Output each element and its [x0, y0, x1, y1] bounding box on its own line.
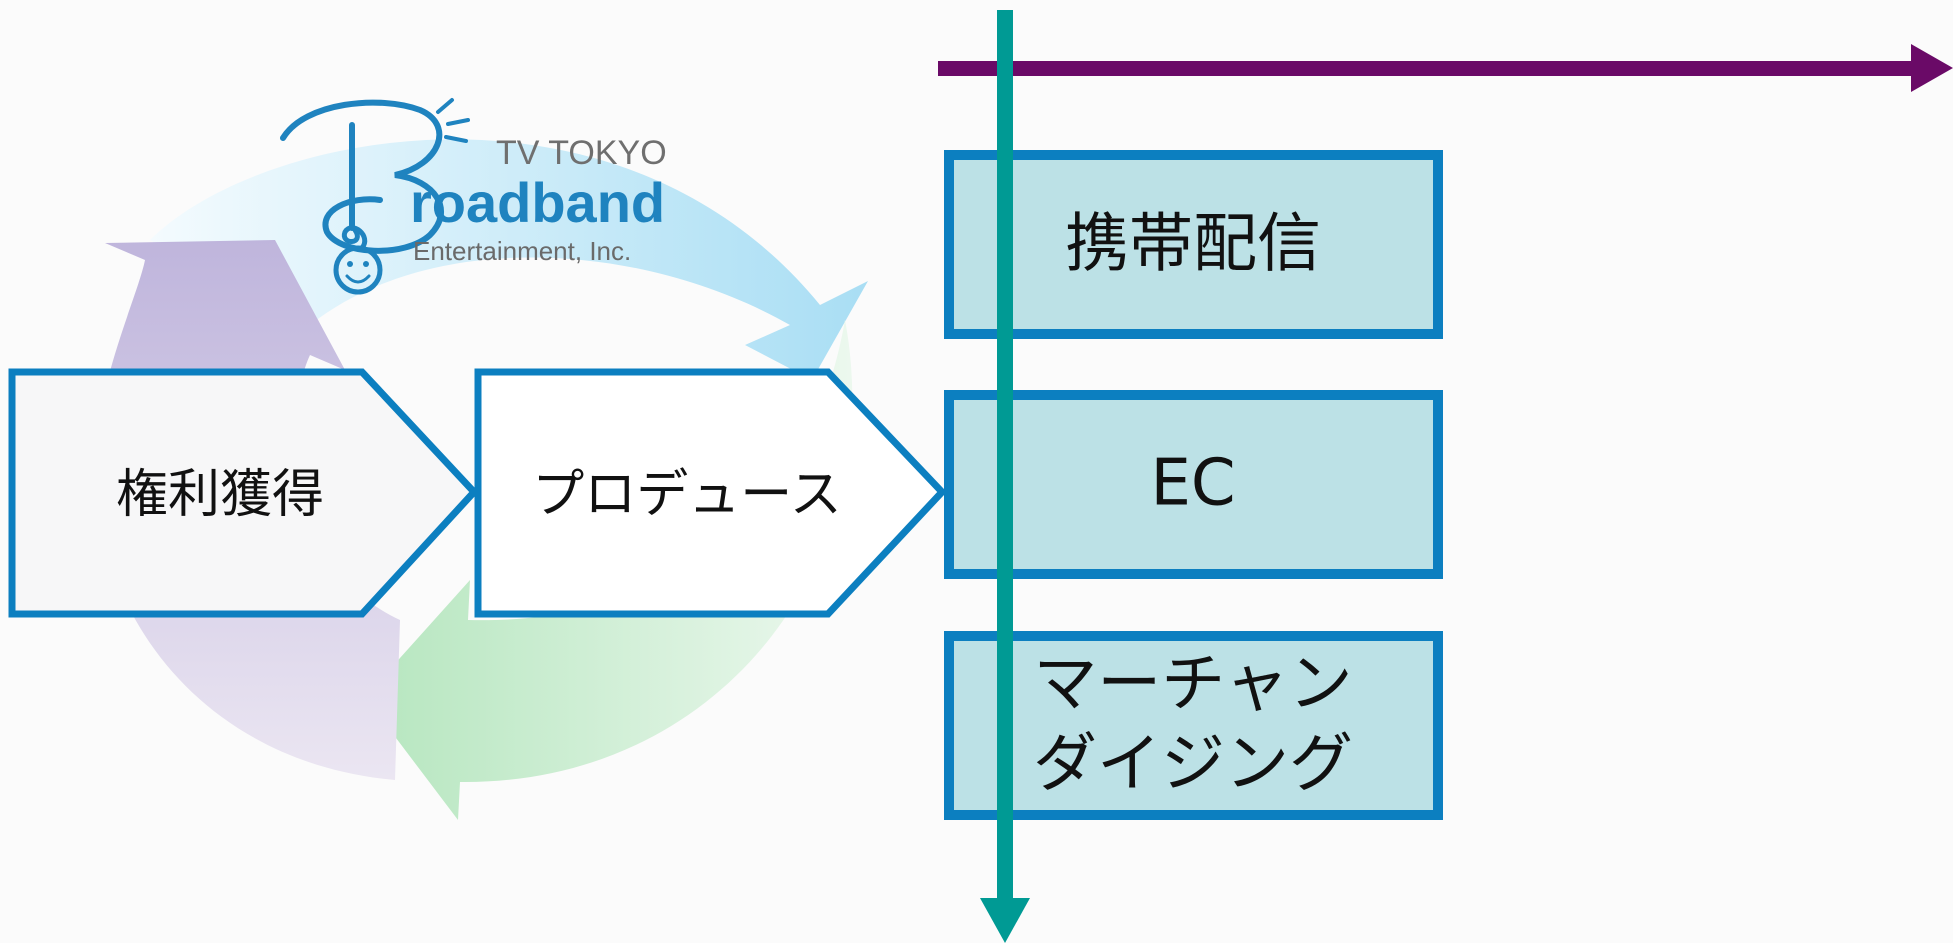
chevron-produce — [474, 368, 947, 618]
cycle-arrow-green — [365, 320, 853, 820]
box-label-mobile-distribution: 携帯配信 — [1065, 208, 1321, 282]
logo-line-2: roadband — [410, 171, 665, 234]
horizontal-arrow-head — [1911, 44, 1953, 92]
output-boxes: 携帯配信 EC マーチャン ダイジング — [944, 150, 1443, 820]
logo-smiley-mouth — [345, 274, 371, 284]
horizontal-arrow — [938, 44, 1953, 92]
chevron-label-produce: プロデュース — [532, 465, 841, 525]
logo-rays — [436, 98, 470, 143]
box-label-ec: EC — [1150, 447, 1235, 521]
logo-smiley-eye-right — [363, 261, 369, 267]
company-logo: TV TOKYO roadband Entertainment, Inc. — [280, 98, 667, 295]
chevron-label-rights-acquisition: 権利獲得 — [116, 465, 324, 525]
box-ec — [944, 390, 1443, 579]
box-label-merchandising-line-2: ダイジング — [1033, 728, 1353, 802]
logo-b-tail — [341, 225, 368, 251]
vertical-arrow — [980, 10, 1030, 943]
horizontal-arrow-shaft — [938, 61, 1918, 76]
logo-line-3: Entertainment, Inc. — [413, 236, 631, 266]
box-label-merchandising-line-1: マーチャン — [1033, 648, 1352, 722]
chevron-rights-acquisition — [8, 368, 479, 618]
box-mobile-distribution — [944, 150, 1443, 339]
logo-smiley-eye-left — [347, 261, 353, 267]
logo-smiley-face — [333, 245, 383, 295]
logo-line-1: TV TOKYO — [496, 134, 667, 172]
logo-b-swirl — [280, 99, 444, 254]
vertical-arrow-shaft — [997, 10, 1013, 905]
vertical-arrow-head — [980, 898, 1030, 943]
cycle-arrow-blue — [150, 139, 868, 380]
process-steps: 権利獲得 プロデュース — [8, 368, 947, 618]
box-merchandising — [944, 631, 1443, 820]
